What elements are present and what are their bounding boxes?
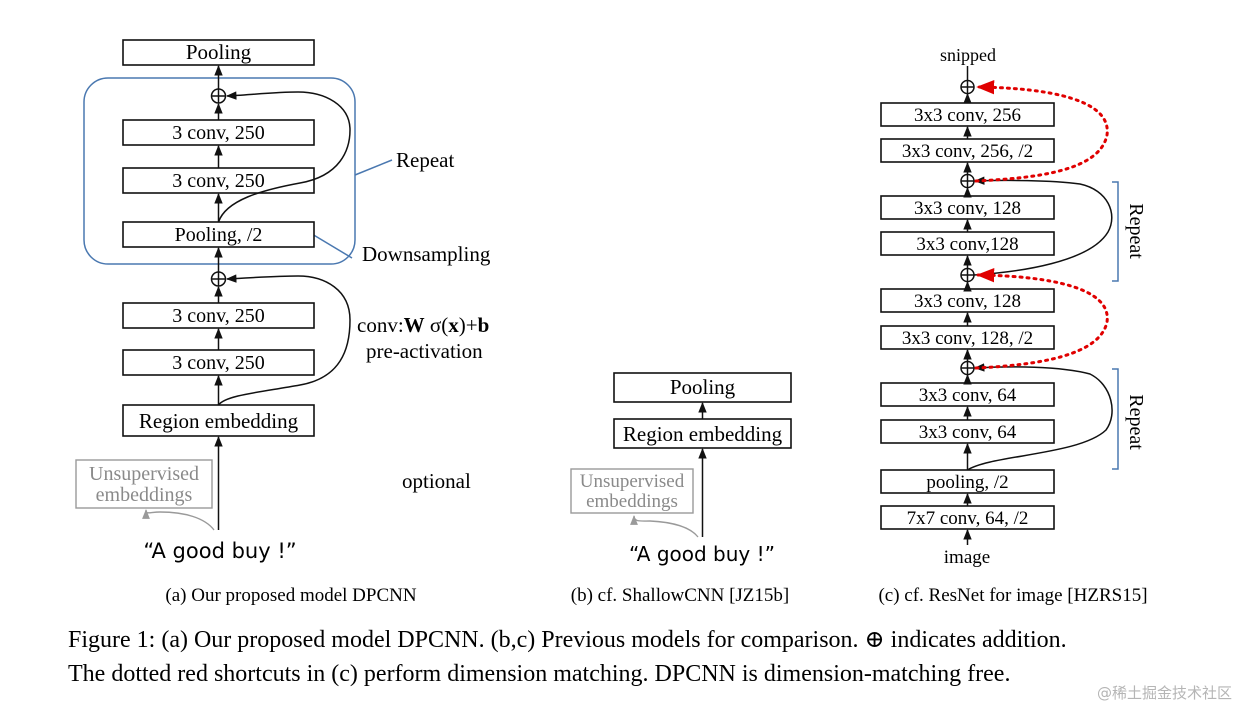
pooling-down-box: Pooling, /2 [122, 221, 315, 248]
identity-shortcut-c-lower [967, 363, 1113, 471]
conv-box-c: 3 conv, 250 [122, 302, 315, 329]
conv-128-a-label: 3x3 conv, 128 [914, 198, 1021, 219]
region-embedding-box-b: Region embedding [613, 418, 792, 449]
conv-64-a-box: 3x3 conv, 64 [880, 382, 1055, 407]
repeat-bracket-2 [1112, 368, 1119, 470]
conv-128-b-label: 3x3 conv,128 [916, 234, 1018, 255]
conv-256-2-box: 3x3 conv, 256, /2 [880, 138, 1055, 163]
addition-circle-c3 [960, 267, 975, 283]
skip-connection-lower [217, 274, 351, 406]
conv-7x7-label: 7x7 conv, 64, /2 [907, 508, 1029, 529]
addition-circle-c1 [960, 79, 975, 95]
pooling-down-label: Pooling, /2 [175, 224, 263, 246]
unsupervised-loop [142, 509, 215, 531]
conv-7x7-box: 7x7 conv, 64, /2 [880, 505, 1055, 530]
addition-circle-top [210, 88, 227, 104]
pooling-c-label: pooling, /2 [926, 472, 1008, 493]
unsupervised-label-1: Unsupervised [89, 463, 199, 485]
panel-c: snipped 3x3 conv, 256 3x3 conv, 256, /2 … [878, 45, 1147, 606]
conv-256-box: 3x3 conv, 256 [880, 102, 1055, 127]
repeat-group-outline [83, 77, 356, 265]
addition-circle-bottom [210, 271, 227, 287]
downsampling-callout-line [311, 233, 353, 259]
optional-label: optional [402, 469, 471, 493]
conv-128-2-box: 3x3 conv, 128, /2 [880, 325, 1055, 350]
caption-a: (a) Our proposed model DPCNN [165, 585, 416, 606]
pooling-top-box: Pooling [122, 39, 315, 66]
input-sentence-b: “A good buy !” [629, 542, 775, 566]
input-sentence-a: “A good buy !” [143, 539, 296, 563]
unsupervised-label-b1: Unsupervised [580, 471, 685, 492]
conv-box-d: 3 conv, 250 [122, 349, 315, 376]
conv-128-c-box: 3x3 conv, 128 [880, 288, 1055, 313]
unsupervised-loop-b [630, 515, 699, 538]
pooling-c-box: pooling, /2 [880, 469, 1055, 494]
pooling-box-b: Pooling [613, 372, 792, 403]
dimension-matching-shortcut-bottom [974, 268, 1109, 370]
pre-activation-label: pre-activation [366, 339, 483, 363]
region-embedding-label-b: Region embedding [623, 422, 783, 446]
unsupervised-label-2: embeddings [96, 484, 193, 506]
conv-label-a: 3 conv, 250 [172, 122, 265, 144]
conv-64-b-label: 3x3 conv, 64 [919, 422, 1017, 443]
conv-label-b: 3 conv, 250 [172, 170, 265, 192]
conv-label-c: 3 conv, 250 [172, 305, 265, 327]
conv-box-b: 3 conv, 250 [122, 167, 315, 194]
repeat-bracket-1 [1112, 181, 1119, 282]
repeat-callout-line [354, 159, 393, 176]
repeat-label-c1: Repeat [1125, 203, 1147, 259]
conv-128-b-box: 3x3 conv,128 [880, 231, 1055, 256]
conv-64-a-label: 3x3 conv, 64 [919, 385, 1017, 406]
snipped-label: snipped [940, 45, 996, 65]
panel-a: Pooling 3 conv, 250 3 conv, 250 Pooling,… [75, 39, 491, 606]
conv-128-2-label: 3x3 conv, 128, /2 [902, 328, 1033, 349]
pooling-label-b: Pooling [670, 375, 736, 399]
region-embedding-label: Region embedding [139, 409, 299, 433]
identity-shortcut-c-upper [973, 176, 1113, 276]
dimension-matching-shortcut-top [974, 80, 1109, 183]
conv-label-d: 3 conv, 250 [172, 352, 265, 374]
skip-connection-upper [217, 91, 351, 223]
panel-b: Pooling Region embedding Unsupervised em… [570, 372, 792, 606]
unsupervised-box-b: Unsupervised embeddings [570, 468, 694, 514]
conv-256-2-label: 3x3 conv, 256, /2 [902, 141, 1033, 162]
unsupervised-label-b2: embeddings [586, 491, 678, 512]
conv-64-b-box: 3x3 conv, 64 [880, 419, 1055, 444]
conv-128-a-box: 3x3 conv, 128 [880, 195, 1055, 220]
repeat-label: Repeat [396, 148, 454, 172]
figure-caption-line2: The dotted red shortcuts in (c) perform … [68, 661, 1010, 687]
figure-caption-line1: Figure 1: (a) Our proposed model DPCNN. … [68, 627, 1067, 653]
addition-circle-c2 [960, 173, 975, 189]
conv-box-a: 3 conv, 250 [122, 119, 315, 146]
caption-b: (b) cf. ShallowCNN [JZ15b] [571, 585, 789, 606]
pooling-top-label: Pooling [186, 40, 252, 64]
image-label: image [944, 547, 990, 568]
repeat-label-c2: Repeat [1125, 394, 1147, 450]
figure-caption: Figure 1: (a) Our proposed model DPCNN. … [68, 627, 1067, 687]
conv-128-c-label: 3x3 conv, 128 [914, 291, 1021, 312]
region-embedding-box: Region embedding [122, 404, 315, 437]
conv-256-label: 3x3 conv, 256 [914, 105, 1021, 126]
conv-formula: conv:W σ(x)+b [357, 313, 489, 337]
watermark: @稀土掘金技术社区 [1097, 684, 1232, 702]
addition-circle-c4 [960, 360, 975, 376]
downsampling-label: Downsampling [362, 242, 491, 266]
caption-c: (c) cf. ResNet for image [HZRS15] [878, 585, 1147, 606]
unsupervised-box: Unsupervised embeddings [75, 459, 213, 509]
